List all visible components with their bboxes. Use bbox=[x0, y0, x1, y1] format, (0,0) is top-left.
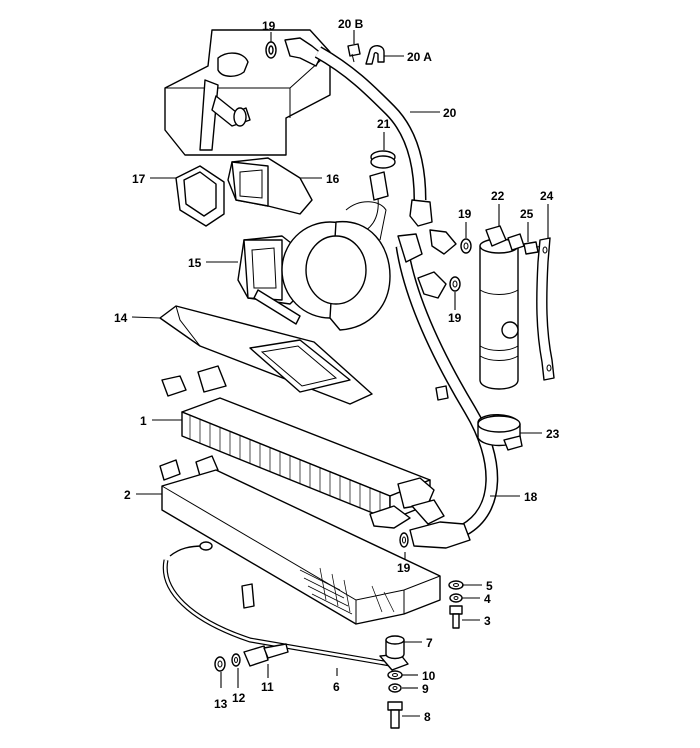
callout-22: 22 bbox=[491, 189, 505, 203]
callout-labels: 1 2 3 4 5 6 7 8 9 10 11 12 13 14 15 16 1… bbox=[114, 17, 560, 724]
part-24-bracket bbox=[536, 237, 555, 381]
part-18-hose bbox=[395, 233, 499, 549]
callout-11: 11 bbox=[261, 680, 274, 694]
part-12-lockwasher bbox=[231, 653, 241, 667]
callout-2: 2 bbox=[124, 488, 131, 502]
callout-24: 24 bbox=[540, 189, 554, 203]
callout-20b: 20 B bbox=[338, 17, 364, 31]
callout-17: 17 bbox=[132, 172, 146, 186]
callout-5: 5 bbox=[486, 579, 493, 593]
callout-18: 18 bbox=[524, 490, 538, 504]
part-17-gasket bbox=[175, 165, 225, 227]
callout-19-mid-right: 19 bbox=[448, 311, 462, 325]
part-9-lockwasher bbox=[388, 683, 402, 693]
part-5-washer bbox=[448, 580, 464, 590]
callout-7: 7 bbox=[426, 636, 433, 650]
part-20-hose bbox=[284, 37, 457, 255]
callout-19-top: 19 bbox=[262, 19, 276, 33]
callout-4: 4 bbox=[484, 592, 491, 606]
part-11-bolt bbox=[243, 643, 289, 667]
part-23-clamp bbox=[477, 414, 523, 451]
callout-10: 10 bbox=[422, 669, 436, 683]
callout-19-upper-right: 19 bbox=[458, 207, 472, 221]
part-13-washer bbox=[214, 656, 226, 672]
callout-15: 15 bbox=[188, 256, 202, 270]
callout-3: 3 bbox=[484, 614, 491, 628]
part-22-drier bbox=[479, 225, 525, 390]
callout-16: 16 bbox=[326, 172, 340, 186]
callout-9: 9 bbox=[422, 682, 429, 696]
existing-housing bbox=[164, 29, 331, 156]
part-16-duct bbox=[227, 157, 313, 215]
callout-8: 8 bbox=[424, 710, 431, 724]
part-14-cover bbox=[159, 305, 373, 405]
callout-12: 12 bbox=[232, 691, 246, 705]
part-1-evaporator bbox=[161, 365, 445, 529]
part-15-blower bbox=[237, 201, 391, 331]
leader-lines bbox=[131, 30, 549, 717]
callout-20: 20 bbox=[443, 106, 457, 120]
part-20b-screw bbox=[347, 43, 361, 63]
part-3-bolt bbox=[449, 605, 463, 629]
callout-20a: 20 A bbox=[407, 50, 432, 64]
part-6-strap bbox=[162, 541, 409, 671]
callout-1: 1 bbox=[140, 414, 147, 428]
callout-6: 6 bbox=[333, 680, 340, 694]
part-19-washers bbox=[399, 238, 472, 548]
part-10-washer bbox=[387, 670, 403, 680]
callout-23: 23 bbox=[546, 427, 560, 441]
callout-13: 13 bbox=[214, 697, 228, 711]
callout-14: 14 bbox=[114, 311, 128, 325]
part-4-lockwasher bbox=[449, 593, 463, 603]
part-8-bolt bbox=[387, 701, 403, 729]
part-21-grommet bbox=[370, 150, 396, 169]
part-7-spacer bbox=[385, 635, 405, 660]
part-2-housing bbox=[159, 455, 441, 625]
callout-25: 25 bbox=[520, 207, 534, 221]
callout-19-bottom: 19 bbox=[397, 561, 411, 575]
callout-21: 21 bbox=[377, 117, 391, 131]
part-20a-clamp bbox=[365, 45, 385, 65]
part-19-washer-top bbox=[265, 41, 277, 59]
